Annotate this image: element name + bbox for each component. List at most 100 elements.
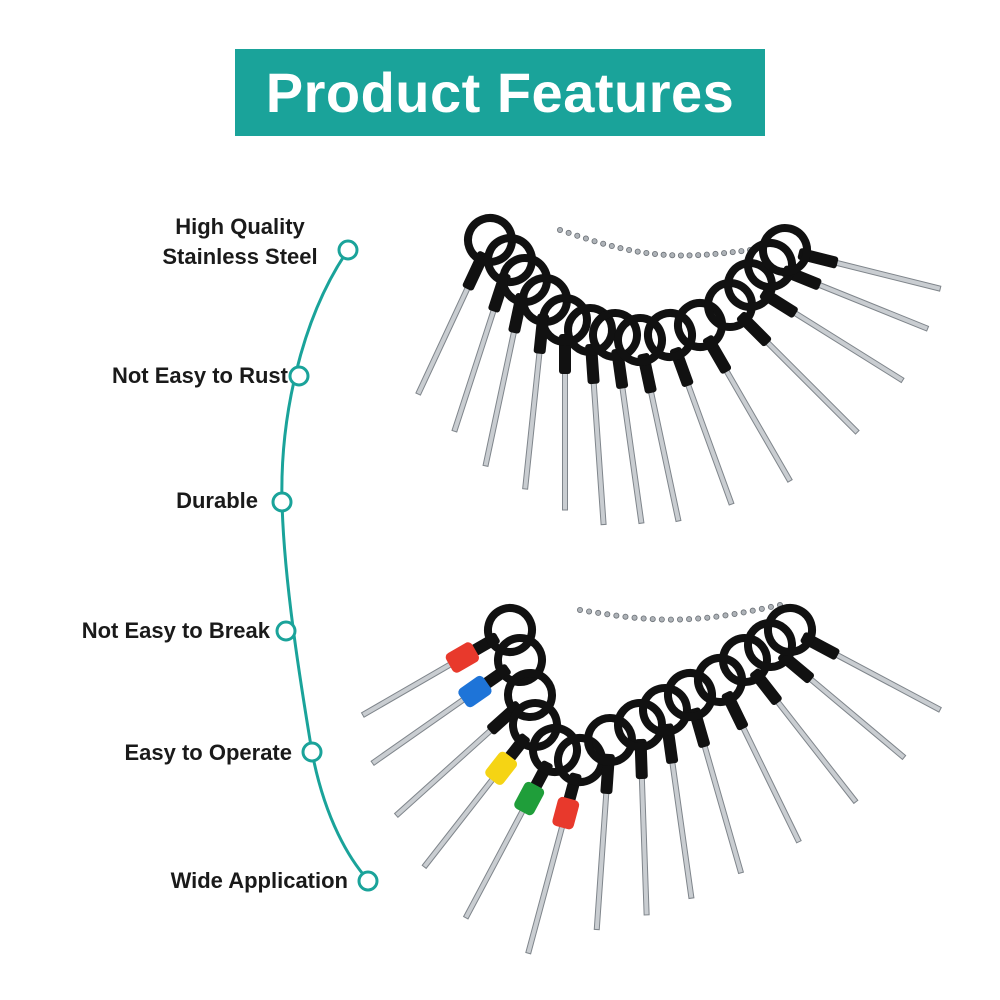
tool-pin xyxy=(717,357,793,483)
removal-tool xyxy=(421,699,561,870)
removal-tool xyxy=(644,309,735,506)
tool-pin xyxy=(822,256,942,292)
ball-chain xyxy=(604,611,611,618)
ball-chain xyxy=(608,243,615,250)
ball-chain xyxy=(722,612,729,619)
feature-label-line: High Quality xyxy=(175,214,305,239)
tool-pin xyxy=(562,359,568,511)
ball-chain xyxy=(591,238,598,245)
title-banner: Product Features xyxy=(235,49,765,136)
removal-tool xyxy=(451,234,536,433)
removal-tool xyxy=(370,634,546,766)
timeline-node-6 xyxy=(357,870,379,892)
tool-ring xyxy=(724,259,776,311)
ball-chain xyxy=(749,607,756,614)
ball-chain xyxy=(686,252,693,259)
ball-chain xyxy=(738,248,745,255)
tool-ring xyxy=(614,314,666,366)
tool-cap xyxy=(445,642,480,673)
feature-not-easy-to-break: Not Easy to Break xyxy=(82,616,270,646)
tool-ring xyxy=(464,214,516,266)
tool-ring xyxy=(484,604,536,656)
tool-pin xyxy=(589,369,607,526)
tool-pin xyxy=(781,303,905,384)
ball-chain xyxy=(658,616,665,623)
removal-tool xyxy=(584,714,636,931)
tool-ring xyxy=(664,669,716,721)
ball-chain xyxy=(713,613,720,620)
tool-neck xyxy=(736,311,772,347)
ball-chain xyxy=(622,613,629,620)
removal-tool xyxy=(525,734,606,955)
removal-tool xyxy=(664,669,745,875)
tool-pin xyxy=(667,748,695,900)
feature-not-easy-to-rust: Not Easy to Rust xyxy=(112,361,288,391)
ball-chain xyxy=(704,614,711,621)
removal-tool xyxy=(614,699,666,916)
feature-label-line: Stainless Steel xyxy=(162,244,318,269)
removal-tool xyxy=(704,279,860,435)
removal-tool xyxy=(614,314,682,523)
page-title: Product Features xyxy=(265,61,735,124)
removal-tool xyxy=(694,654,802,844)
tool-pin xyxy=(638,764,650,916)
removal-tool xyxy=(360,604,536,718)
ball-chain xyxy=(640,615,647,622)
timeline-node-4 xyxy=(275,620,297,642)
removal-tool xyxy=(764,604,942,713)
ball-chain xyxy=(676,616,683,623)
tool-ring xyxy=(504,669,556,721)
feature-label: Not Easy to Break xyxy=(81,618,270,643)
feature-label: Easy to Operate xyxy=(124,740,292,765)
tool-pin xyxy=(698,732,745,875)
feature-label: Durable xyxy=(176,488,258,513)
ball-chain xyxy=(660,251,667,258)
removal-tool xyxy=(759,224,942,292)
tool-pin xyxy=(734,714,802,844)
ball-chain xyxy=(595,609,602,616)
feature-easy-to-operate: Easy to Operate xyxy=(124,738,292,768)
tool-ring xyxy=(744,619,796,671)
feature-label: Wide Application xyxy=(170,868,348,893)
tool-ring xyxy=(494,634,546,686)
ball-chain xyxy=(576,606,583,613)
ball-chain xyxy=(582,235,589,242)
timeline-node-3 xyxy=(271,491,293,513)
feature-wide-application: Wide Application xyxy=(171,866,348,896)
ball-chain xyxy=(731,610,738,617)
removal-tool xyxy=(539,294,591,511)
ball-chain xyxy=(586,608,593,615)
removal-tool xyxy=(674,299,793,483)
ball-chain xyxy=(758,605,765,612)
tool-ring xyxy=(694,654,746,706)
ball-chain xyxy=(695,615,702,622)
ball-chain xyxy=(695,252,702,259)
ball-chain xyxy=(565,229,572,236)
tool-pin xyxy=(805,277,930,332)
feature-high-quality: High Quality Stainless Steel xyxy=(150,212,330,272)
ball-chain xyxy=(574,232,581,239)
ball-chain xyxy=(556,227,563,234)
timeline-node-2 xyxy=(288,365,310,387)
upper-tool-bundle xyxy=(415,214,942,526)
tool-ring xyxy=(564,304,616,356)
tool-pin xyxy=(617,373,645,525)
ball-chain xyxy=(712,250,719,257)
tool-pin xyxy=(645,378,682,523)
tool-pin xyxy=(522,338,544,490)
ball-chain xyxy=(667,616,674,623)
timeline-path xyxy=(280,249,370,882)
removal-tool xyxy=(564,304,616,526)
ball-chain xyxy=(634,248,641,255)
tool-ring xyxy=(539,294,591,346)
ball-chain xyxy=(703,251,710,258)
removal-tool xyxy=(639,684,695,900)
ball-chain xyxy=(631,614,638,621)
tool-ring xyxy=(614,699,666,751)
tool-ring xyxy=(674,299,726,351)
ball-chain xyxy=(613,612,620,619)
ball-chain xyxy=(721,250,728,257)
removal-tool xyxy=(393,669,556,819)
ball-chain xyxy=(677,252,684,259)
removal-tool xyxy=(744,619,907,761)
